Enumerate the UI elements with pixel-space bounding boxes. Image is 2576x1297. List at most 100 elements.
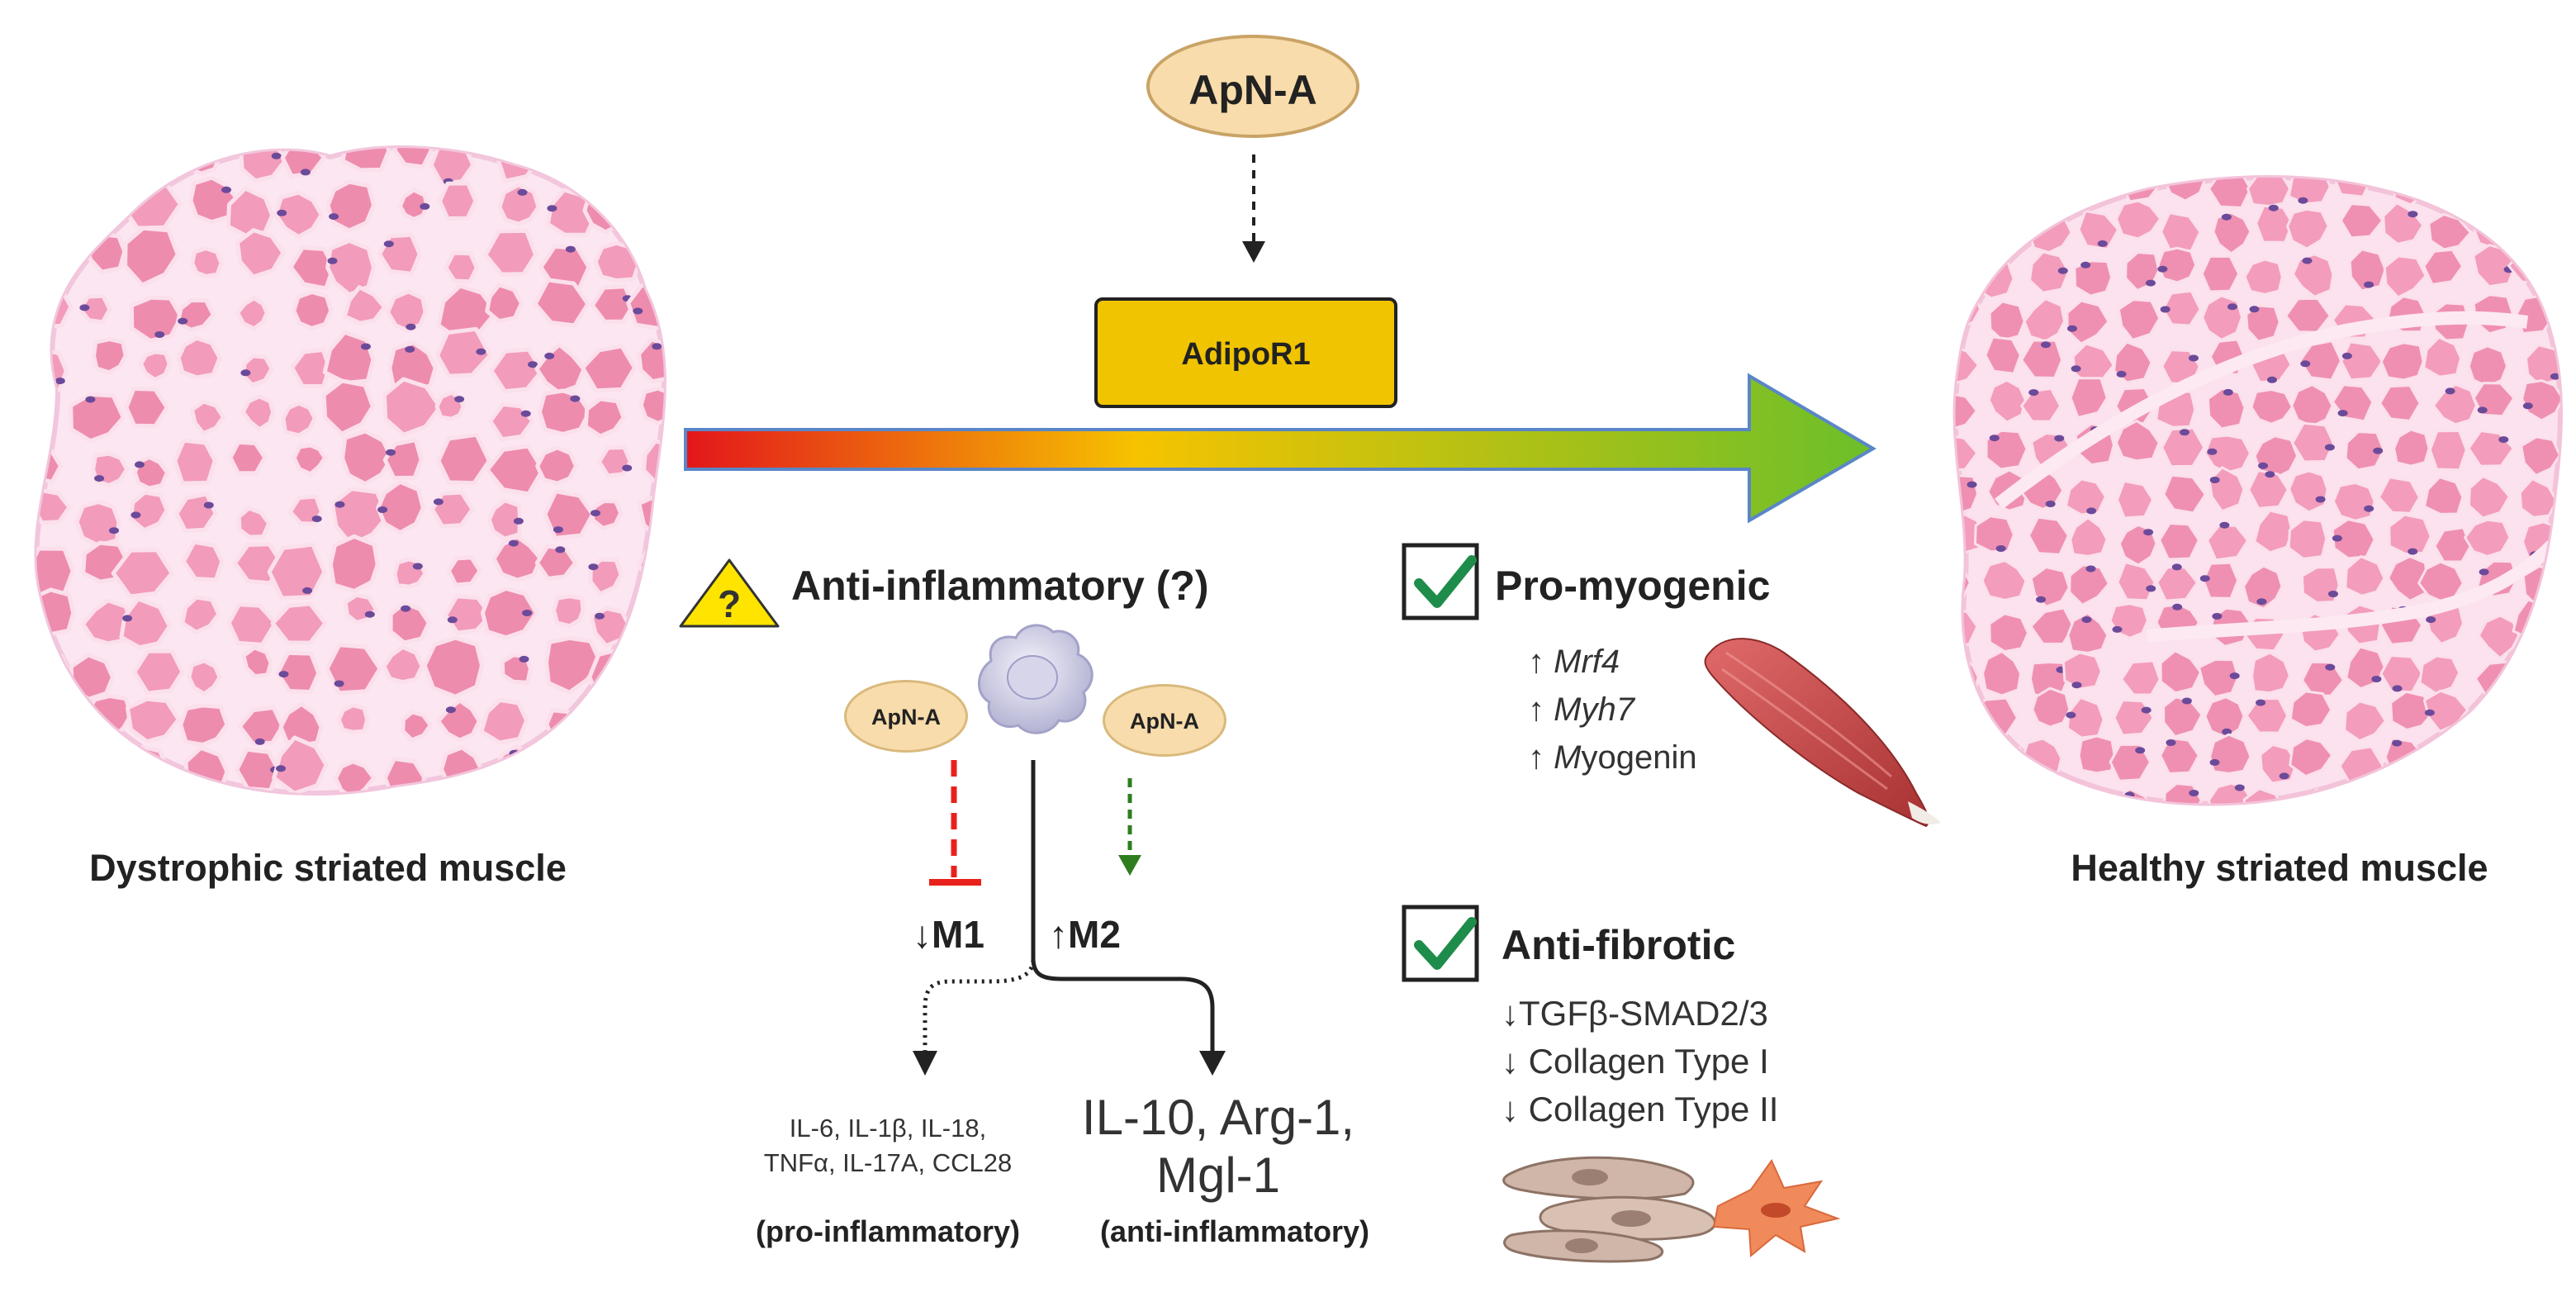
list-item: ↑ Myogenin — [1528, 739, 1697, 776]
muscle-cell — [2344, 555, 2386, 597]
muscle-cell — [581, 344, 637, 393]
muscle-cell — [497, 183, 541, 226]
muscle-cell — [552, 594, 586, 629]
nucleus — [520, 410, 531, 417]
muscle-cell — [241, 645, 273, 679]
muscle-cell — [2020, 339, 2064, 379]
nucleus — [2497, 178, 2507, 183]
muscle-cell — [321, 378, 375, 436]
muscle-cell — [2064, 477, 2107, 516]
muscle-cell — [2291, 253, 2335, 298]
muscle-cell — [2028, 250, 2071, 294]
muscle-cell — [642, 439, 664, 485]
nucleus — [2522, 402, 2533, 410]
nucleus — [254, 738, 265, 745]
muscle-cell — [2477, 614, 2521, 660]
nucleus — [26, 753, 36, 760]
nucleus — [130, 511, 141, 519]
nucleus — [2477, 406, 2488, 414]
muscle-cell — [69, 653, 115, 701]
dystrophic-muscle-label: Dystrophic striated muscle — [89, 847, 567, 889]
muscle-cell — [2242, 787, 2284, 804]
pro-myogenic-title: Pro-myogenic — [1495, 563, 1771, 609]
nucleus — [1981, 220, 1992, 227]
muscle-cell — [1955, 178, 1983, 210]
nucleus — [528, 361, 538, 368]
muscle-cell — [2518, 748, 2560, 789]
nucleus — [2189, 354, 2199, 362]
muscle-cell — [2156, 566, 2199, 602]
nucleus — [135, 461, 145, 468]
nucleus — [662, 562, 664, 568]
nucleus — [329, 213, 339, 221]
anti-cytokines-line1: IL-10, Arg-1, — [1081, 1090, 1355, 1145]
nucleus — [633, 307, 643, 315]
muscle-cell — [535, 445, 578, 486]
muscle-cell — [645, 185, 664, 215]
muscle-cell — [485, 283, 524, 324]
nucleus — [122, 615, 133, 622]
nucleus — [2112, 625, 2123, 633]
nucleus — [447, 616, 458, 624]
adipor1-receptor: AdipoR1 — [1094, 297, 1397, 408]
muscle-cell — [2077, 734, 2116, 775]
nucleus — [300, 169, 311, 176]
nucleus — [22, 704, 32, 710]
nucleus — [445, 706, 456, 714]
pro-myogenic-list: ↑ Mrf4 ↑ Myh7 ↑ Myogenin — [1528, 638, 1697, 782]
nucleus — [2172, 603, 2183, 610]
nucleus — [2067, 325, 2077, 332]
nucleus — [2081, 616, 2092, 624]
nucleus — [401, 605, 411, 612]
muscle-cell — [2158, 522, 2200, 561]
muscle-cell — [328, 534, 380, 593]
muscle-cell — [36, 243, 75, 287]
muscle-cell — [485, 444, 545, 496]
apn-a-right-label: ApN-A — [1130, 709, 1199, 734]
nucleus — [622, 464, 633, 472]
nucleus — [2028, 389, 2039, 397]
nucleus — [674, 169, 684, 175]
list-item: ↓TGFβ-SMAD2/3 — [1501, 994, 1768, 1033]
muscle-cell — [187, 658, 222, 696]
muscle-cell — [2422, 335, 2463, 378]
muscle-cell — [382, 756, 427, 794]
muscle-cell — [235, 296, 269, 331]
muscle-cell — [2509, 777, 2553, 804]
nucleus — [2036, 596, 2047, 603]
nucleus — [496, 151, 506, 159]
muscle-cell — [401, 710, 433, 743]
nucleus — [2249, 306, 2260, 313]
muscle-cell — [2023, 297, 2066, 343]
muscle-cell — [382, 438, 424, 481]
muscle-cell — [422, 635, 484, 699]
nucleus — [679, 715, 689, 721]
warning-triangle-question-icon: ? — [679, 558, 780, 628]
muscle-cell — [2287, 178, 2332, 206]
nucleus — [2279, 772, 2289, 780]
muscle-cell — [446, 555, 482, 587]
muscle-cell — [228, 439, 268, 476]
nucleus — [2361, 169, 2371, 176]
muscle-cell — [2383, 254, 2427, 299]
muscle-cell — [2206, 524, 2250, 562]
muscle-cell — [180, 595, 221, 634]
m1-label: ↓M1 — [913, 913, 984, 956]
muscle-cell — [2428, 430, 2468, 472]
nucleus — [1985, 729, 1995, 736]
pro-inflammatory-label: (pro-inflammatory) — [755, 1214, 1020, 1248]
nucleus — [2265, 471, 2275, 478]
muscle-cell — [537, 388, 592, 436]
nucleus — [2463, 770, 2474, 777]
muscle-cell — [2393, 428, 2431, 468]
nucleus — [414, 784, 425, 791]
muscle-cell — [1955, 258, 1984, 296]
nucleus — [2497, 690, 2507, 696]
muscle-cell — [2298, 340, 2343, 382]
nucleus — [591, 510, 600, 517]
muscle-cell — [587, 647, 648, 703]
muscle-cell — [1974, 515, 2015, 553]
nucleus — [1955, 194, 1957, 202]
nucleus — [2019, 764, 2030, 772]
nucleus — [2209, 758, 2220, 766]
